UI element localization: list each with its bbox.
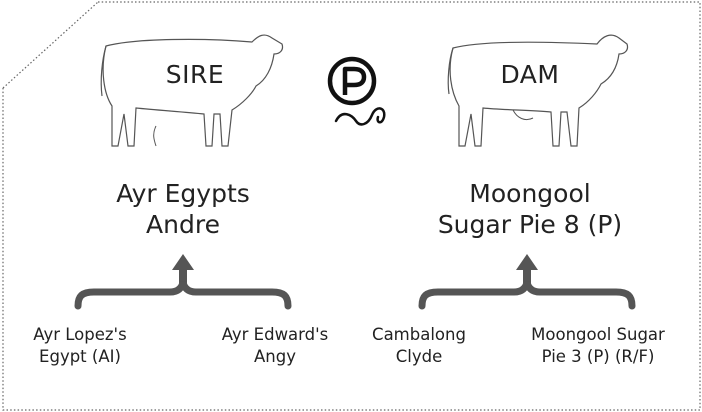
dam-name: Moongool Sugar Pie 8 (P)	[420, 178, 640, 240]
dam-name-line2: Sugar Pie 8 (P)	[437, 210, 623, 239]
sire-name-line1: Ayr Egypts	[116, 179, 250, 208]
dam-sire-name: Cambalong Clyde	[364, 324, 474, 368]
sire-parents-bracket	[74, 254, 292, 310]
sire-dam-name: Ayr Edward's Angy	[212, 324, 338, 368]
sire-dam-line2: Angy	[254, 347, 296, 366]
dam-label: DAM	[500, 60, 560, 89]
dam-name-line1: Moongool	[469, 179, 591, 208]
dam-dam-name: Moongool Sugar Pie 3 (P) (R/F)	[516, 324, 680, 368]
sire-sire-line1: Ayr Lopez's	[33, 325, 127, 344]
sire-label: SIRE	[165, 60, 225, 89]
dam-dam-line2: Pie 3 (P) (R/F)	[541, 347, 655, 366]
sire-name-line2: Andre	[146, 210, 220, 239]
dam-parents-bracket	[418, 254, 636, 310]
sire-name: Ayr Egypts Andre	[100, 178, 266, 240]
sire-dam-line1: Ayr Edward's	[221, 325, 329, 344]
sire-sire-name: Ayr Lopez's Egypt (AI)	[20, 324, 140, 368]
sire-sire-line2: Egypt (AI)	[39, 347, 121, 366]
dam-sire-line2: Clyde	[395, 347, 443, 366]
sire-bull-icon	[100, 34, 284, 147]
dam-dam-line1: Moongool Sugar	[531, 325, 665, 344]
dam-sire-line1: Cambalong	[372, 325, 466, 344]
dam-cow-icon	[447, 34, 629, 147]
poll-symbol-icon	[327, 56, 386, 126]
